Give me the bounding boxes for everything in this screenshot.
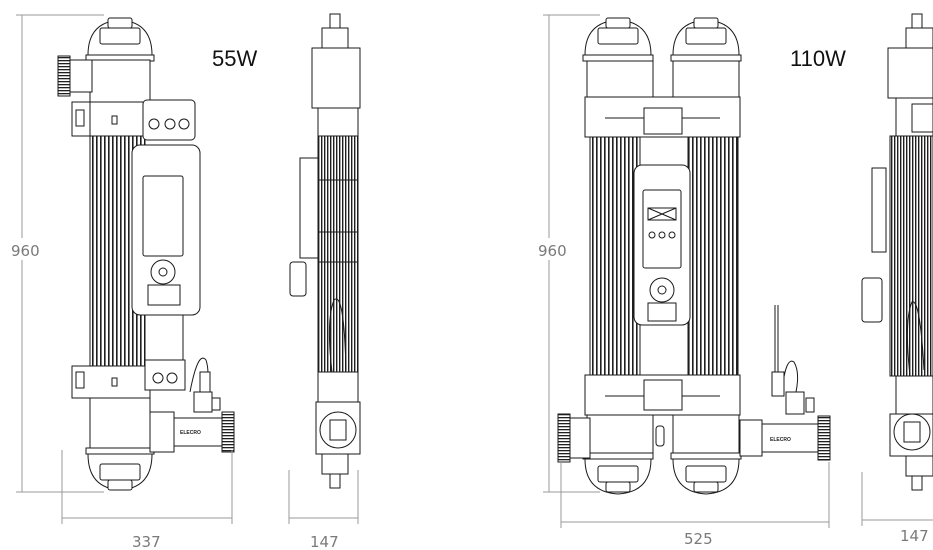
- width-label-55w: 337: [132, 533, 161, 550]
- unit-110w-side-view: [861, 13, 933, 491]
- power-label-55w: 55W: [212, 46, 257, 71]
- height-label-55w: 960: [11, 242, 40, 260]
- unit-55w-front-view: ELECRO: [57, 17, 235, 491]
- outlet-pipe: ELECRO: [149, 411, 235, 453]
- unit-55w-side-view: [289, 13, 361, 489]
- brand-label-110w: ELECRO: [770, 437, 791, 443]
- display-screen: [142, 175, 184, 257]
- depth-label-55w: 147: [310, 533, 339, 550]
- brand-label: ELECRO: [180, 430, 201, 436]
- display-screen-110w: [642, 189, 682, 269]
- height-label-110w: 960: [538, 242, 567, 260]
- depth-label-110w: 147: [900, 527, 929, 545]
- top-cap: [85, 17, 155, 62]
- upper-bracket: [71, 101, 151, 137]
- unit-110w-front-view: ELECRO: [557, 17, 831, 495]
- lower-bracket: [71, 365, 151, 399]
- width-label-110w: 525: [684, 530, 713, 548]
- power-label-110w: 110W: [790, 46, 846, 71]
- control-panel: [131, 99, 201, 391]
- bottom-cap: [85, 447, 155, 491]
